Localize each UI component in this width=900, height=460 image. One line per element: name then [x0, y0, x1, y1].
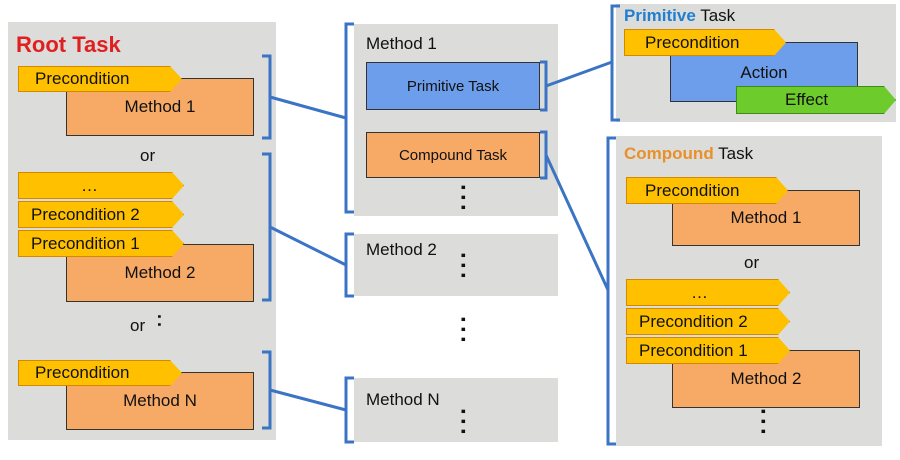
compound-task-bracket: [540, 130, 548, 180]
root-method1-bracket: [262, 54, 272, 140]
primitive-precondition: Precondition: [624, 29, 786, 56]
root-methodN-precondition: Precondition: [18, 360, 182, 386]
method1-compound-task: Compound Task: [366, 132, 540, 178]
primitive-task-title-rest: Task: [695, 6, 736, 25]
primitive-task-title-highlight: Primitive: [624, 6, 696, 25]
primitive-effect: Effect: [736, 86, 896, 114]
method1-dots: ···: [449, 184, 476, 214]
compound-method1-precondition: Precondition: [626, 177, 788, 204]
connector-root-method2: [269, 225, 347, 267]
method2-title: Method 2: [366, 240, 437, 259]
compound-dots: ···: [749, 408, 776, 438]
compound-method2-precondition2: Precondition 2: [626, 308, 790, 335]
root-or-2-dots: ··: [149, 314, 169, 330]
compound-method2-precondition1: Precondition 1: [626, 337, 790, 364]
methodN-dots: ···: [449, 408, 476, 438]
connector-compound: [544, 154, 610, 291]
compound-task-title: Compound Task: [624, 144, 753, 164]
method1-title: Method 1: [366, 34, 437, 53]
method1-panel: [354, 24, 558, 216]
method2-dots: ···: [449, 252, 476, 282]
root-method1-precondition: Precondition: [18, 66, 182, 92]
root-methodN-bracket: [262, 350, 272, 430]
root-task-title: Root Task: [16, 32, 121, 57]
root-method2-ellipsis: …: [18, 172, 184, 199]
method2-panel: [354, 234, 558, 296]
compound-method1-box: Method 1: [672, 190, 860, 246]
compound-panel-bracket: [606, 136, 616, 446]
method1-primitive-task: Primitive Task: [366, 62, 540, 110]
primitive-task-title: Primitive Task: [624, 6, 735, 26]
methodN-bracket: [344, 376, 354, 444]
methodN-title: Method N: [366, 390, 440, 409]
compound-method2-ellipsis: …: [626, 279, 790, 306]
connector-root-method1: [269, 95, 347, 120]
primitive-task-bracket: [540, 60, 548, 112]
middle-gap-dots: ···: [449, 316, 476, 346]
method2-bracket: [344, 232, 354, 298]
compound-task-title-rest: Task: [713, 144, 754, 163]
root-or-1: or: [140, 146, 156, 165]
compound-task-title-highlight: Compound: [624, 144, 714, 163]
primitive-panel-bracket: [610, 4, 620, 122]
root-method2-precondition2: Precondition 2: [18, 201, 184, 228]
method1-bracket: [344, 22, 354, 214]
root-or-2: or: [130, 316, 146, 335]
connector-root-methodN: [269, 388, 347, 412]
methodN-panel: [354, 378, 558, 442]
root-method2-precondition1: Precondition 1: [18, 230, 184, 257]
connector-primitive: [545, 60, 613, 88]
compound-or: or: [744, 253, 760, 272]
root-method2-bracket: [262, 152, 272, 302]
